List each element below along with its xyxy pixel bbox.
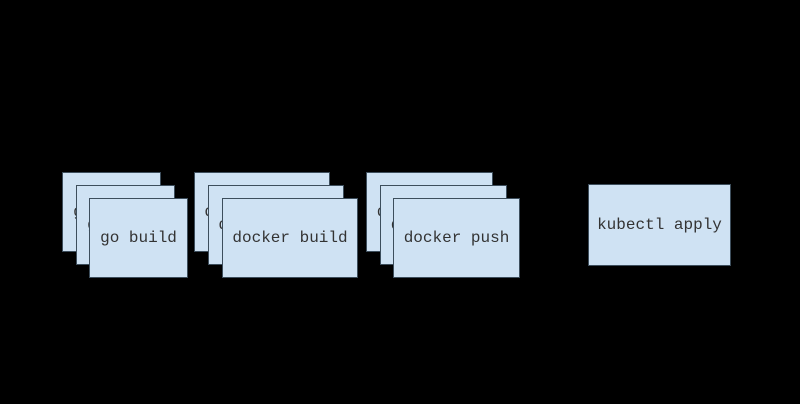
- node-label: docker push: [403, 229, 510, 247]
- node-docker-build-front: docker build: [222, 198, 358, 278]
- node-go-build-front: go build: [89, 198, 188, 278]
- node-label: docker build: [232, 229, 348, 247]
- node-label: kubectl apply: [597, 216, 722, 234]
- arrow-head-icon: [580, 221, 587, 228]
- node-kubectl-apply: kubectl apply: [588, 184, 731, 266]
- arrow-line: [521, 224, 581, 226]
- node-docker-push-front: docker push: [393, 198, 520, 278]
- node-label: go build: [100, 229, 177, 247]
